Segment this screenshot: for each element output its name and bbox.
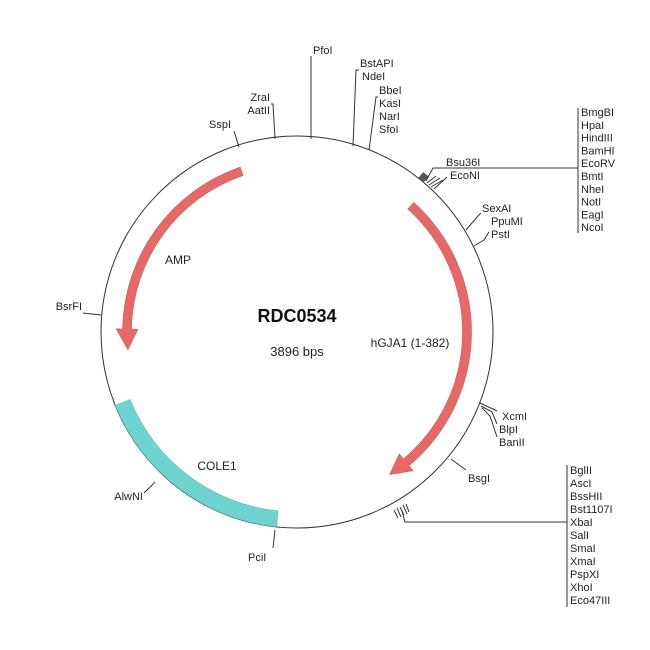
- site-bmti[interactable]: BmtI: [581, 171, 604, 183]
- site-pfoi[interactable]: PfoI: [313, 45, 333, 57]
- site-hpai[interactable]: HpaI: [581, 120, 604, 132]
- site-sali[interactable]: SalI: [570, 530, 589, 542]
- site-bamhi[interactable]: BamHI: [581, 145, 615, 157]
- site-kasi[interactable]: KasI: [379, 98, 401, 110]
- site-asci[interactable]: AscI: [570, 478, 591, 490]
- site-alwni[interactable]: AlwNI: [114, 491, 143, 503]
- site-banii[interactable]: BanII: [499, 437, 525, 449]
- backbone-circle: [100, 135, 494, 529]
- site-bst1107i[interactable]: Bst1107I: [570, 504, 613, 516]
- hgja1-label: hGJA1 (1-382): [371, 336, 450, 350]
- site-aatii[interactable]: AatII: [247, 105, 270, 117]
- cole1-label: COLE1: [197, 459, 237, 473]
- site-sfoi[interactable]: SfoI: [379, 124, 399, 136]
- site-sexai[interactable]: SexAI: [482, 203, 511, 215]
- plasmid-size: 3896 bps: [270, 344, 324, 359]
- site-xbai[interactable]: XbaI: [570, 517, 593, 529]
- site-bsshii[interactable]: BssHII: [570, 491, 602, 503]
- site-bsgi[interactable]: BsgI: [468, 473, 490, 485]
- plasmid-name: RDC0534: [257, 306, 336, 326]
- hgja1-feature-arrow[interactable]: [389, 201, 472, 475]
- site-eco47iii[interactable]: Eco47III: [570, 595, 610, 607]
- site-econi[interactable]: EcoNI: [450, 170, 480, 182]
- site-xhoi[interactable]: XhoI: [570, 582, 593, 594]
- site-xcmi[interactable]: XcmI: [502, 411, 527, 423]
- site-bglii[interactable]: BglII: [570, 465, 592, 477]
- site-psti[interactable]: PstI: [491, 229, 510, 241]
- site-ticks: [82, 56, 579, 607]
- site-bbei[interactable]: BbeI: [379, 85, 402, 97]
- site-eagi[interactable]: EagI: [581, 209, 604, 221]
- site-nhei[interactable]: NheI: [581, 184, 604, 196]
- site-ndei[interactable]: NdeI: [362, 71, 385, 83]
- site-ncoi[interactable]: NcoI: [581, 222, 604, 234]
- site-bsu36i[interactable]: Bsu36I: [446, 157, 480, 169]
- site-noti[interactable]: NotI: [581, 197, 601, 209]
- site-xmai[interactable]: XmaI: [570, 556, 596, 568]
- site-sspi[interactable]: SspI: [209, 119, 231, 131]
- site-hindiii[interactable]: HindIII: [581, 133, 613, 145]
- amp-label: AMP: [165, 253, 191, 267]
- site-pcii[interactable]: PciI: [248, 552, 266, 564]
- amp-feature-arrow[interactable]: [115, 166, 244, 351]
- cole1-feature[interactable]: [114, 399, 279, 528]
- site-smai[interactable]: SmaI: [570, 543, 596, 555]
- site-blpi[interactable]: BlpI: [499, 424, 518, 436]
- mcs-lower-site-list: BglIIAscIBssHIIBst1107IXbaISalISmaIXmaIP…: [570, 465, 613, 607]
- site-bmgbi[interactable]: BmgBI: [581, 107, 614, 119]
- site-bsrfi[interactable]: BsrFI: [56, 301, 82, 313]
- site-ppumi[interactable]: PpuMI: [491, 216, 523, 228]
- site-pspxi[interactable]: PspXI: [570, 569, 599, 581]
- site-ecorv[interactable]: EcoRV: [581, 158, 616, 170]
- mcs-upper-site-list: BmgBIHpaIHindIIIBamHIEcoRVBmtINheINotIEa…: [581, 107, 616, 234]
- site-zrai[interactable]: ZraI: [250, 92, 270, 104]
- site-nari[interactable]: NarI: [379, 111, 400, 123]
- site-bstapi[interactable]: BstAPI: [360, 58, 394, 70]
